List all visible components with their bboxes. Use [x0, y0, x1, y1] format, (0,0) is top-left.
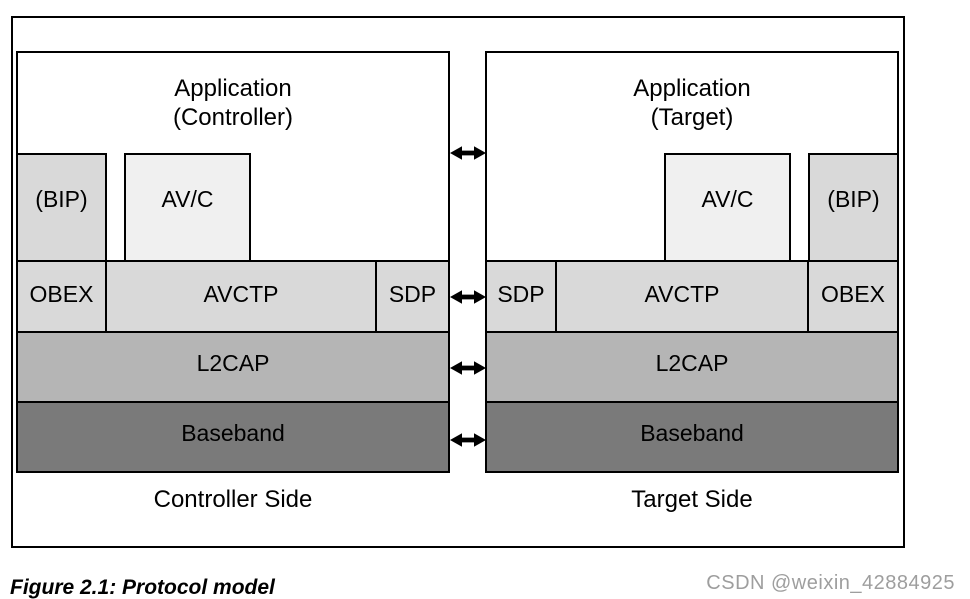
target-l2cap-box: L2CAP	[485, 331, 899, 403]
target-application-line2: (Target)	[650, 104, 734, 131]
target-obex-label: OBEX	[821, 281, 885, 307]
controller-sdp-label: SDP	[388, 281, 437, 307]
target-sdp-label: SDP	[497, 281, 545, 307]
controller-application-line1: Application	[174, 75, 292, 102]
target-avc-label: AV/C	[701, 186, 754, 212]
controller-sdp-box: SDP	[375, 260, 450, 333]
target-obex-box: OBEX	[807, 260, 899, 333]
target-application-line1: Application	[633, 75, 751, 102]
target-bip-box: (BIP)	[808, 153, 899, 262]
controller-avctp-label: AVCTP	[203, 281, 279, 307]
controller-l2cap-box: L2CAP	[16, 331, 450, 403]
controller-application-title: Application (Controller)	[18, 53, 448, 132]
controller-avc-label: AV/C	[161, 186, 214, 212]
application-link-arrow-icon	[450, 146, 486, 160]
target-avctp-label: AVCTP	[644, 281, 720, 307]
target-baseband-box: Baseband	[485, 401, 899, 473]
target-avctp-box: AVCTP	[555, 260, 809, 333]
controller-bip-box: (BIP)	[16, 153, 107, 262]
controller-baseband-box: Baseband	[16, 401, 450, 473]
target-application-title: Application (Target)	[487, 53, 897, 132]
target-bip-label: (BIP)	[827, 186, 880, 212]
controller-application-line2: (Controller)	[172, 104, 294, 131]
target-side-label: Target Side	[631, 486, 753, 513]
baseband-link-arrow-icon	[450, 433, 486, 447]
controller-obex-box: OBEX	[16, 260, 107, 333]
controller-side-label: Controller Side	[153, 486, 313, 513]
sdp-link-arrow-icon	[450, 290, 486, 304]
target-avc-box: AV/C	[664, 153, 791, 262]
controller-obex-label: OBEX	[29, 281, 94, 307]
controller-l2cap-label: L2CAP	[196, 349, 270, 376]
figure-caption: Figure 2.1: Protocol model	[10, 576, 275, 599]
controller-baseband-label: Baseband	[181, 419, 285, 446]
target-baseband-label: Baseband	[640, 419, 744, 446]
csdn-watermark: CSDN @weixin_42884925	[706, 572, 955, 594]
target-l2cap-label: L2CAP	[655, 349, 729, 376]
controller-bip-label: (BIP)	[35, 186, 88, 212]
l2cap-link-arrow-icon	[450, 361, 486, 375]
target-sdp-box: SDP	[485, 260, 557, 333]
controller-avc-box: AV/C	[124, 153, 251, 262]
controller-avctp-box: AVCTP	[105, 260, 377, 333]
